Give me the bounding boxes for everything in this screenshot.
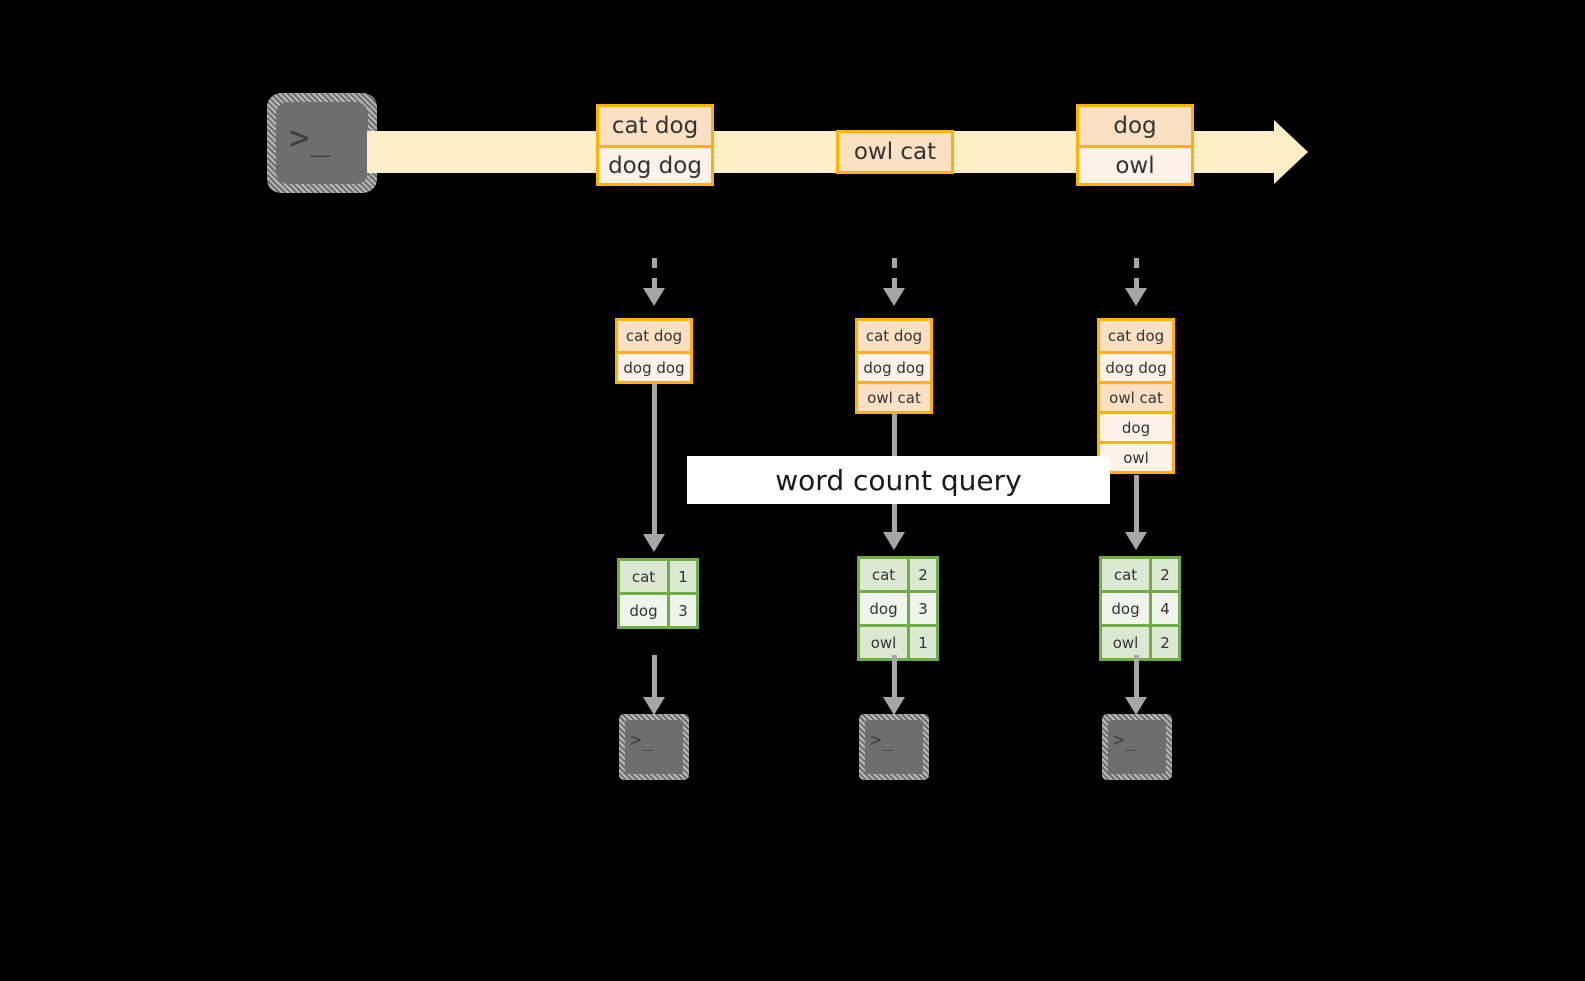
terminal-prompt-glyph: >_ <box>1113 729 1137 751</box>
sink-connector-3-head-icon <box>1125 697 1147 715</box>
result-count: 3 <box>907 593 936 624</box>
dashed-connector-3-head-icon <box>1125 288 1147 306</box>
snapshot-row: cat dog <box>1100 321 1172 351</box>
stream-event-line: dog <box>1079 107 1191 145</box>
result-count: 2 <box>907 559 936 590</box>
stream-event-line: owl <box>1079 145 1191 183</box>
dashed-connector-1-head-icon <box>643 288 665 306</box>
result-word: cat <box>860 559 907 590</box>
terminal-screen <box>1108 720 1166 774</box>
stream-event-line: owl cat <box>839 133 951 171</box>
sink-connector-2 <box>892 655 897 697</box>
sink-terminal-icon-1: >_ <box>619 714 689 780</box>
result-table-1: cat 1 dog 3 <box>617 558 699 629</box>
sink-terminal-icon-3: >_ <box>1102 714 1172 780</box>
snapshot-row: owl <box>1100 441 1172 471</box>
result-word: dog <box>860 593 907 624</box>
snapshot-stack-3: cat dog dog dog owl cat dog owl <box>1097 318 1175 474</box>
result-count: 2 <box>1149 559 1178 590</box>
result-count: 3 <box>667 595 696 626</box>
query-connector-1-head-icon <box>643 534 665 552</box>
stream-event-3: dog owl <box>1076 104 1194 186</box>
snapshot-stack-1: cat dog dog dog <box>615 318 693 384</box>
result-table-3: cat 2 dog 4 owl 2 <box>1099 556 1181 661</box>
terminal-screen <box>625 720 683 774</box>
query-connector-2-head-icon <box>883 532 905 550</box>
dashed-connector-2-head-icon <box>883 288 905 306</box>
result-word: dog <box>620 595 667 626</box>
result-count: 2 <box>1149 627 1178 658</box>
terminal-screen <box>865 720 923 774</box>
sink-connector-1 <box>652 655 657 697</box>
stream-event-line: dog dog <box>599 145 711 183</box>
query-connector-1 <box>652 384 657 534</box>
terminal-prompt-glyph: >_ <box>630 729 654 751</box>
snapshot-row: cat dog <box>618 321 690 351</box>
table-row: owl 2 <box>1102 624 1178 658</box>
snapshot-stack-2: cat dog dog dog owl cat <box>855 318 933 414</box>
snapshot-row: dog dog <box>1100 351 1172 381</box>
snapshot-row: dog dog <box>858 351 930 381</box>
table-row: dog 4 <box>1102 590 1178 624</box>
source-terminal-icon: >_ <box>267 93 377 193</box>
result-table-2: cat 2 dog 3 owl 1 <box>857 556 939 661</box>
query-connector-3 <box>1134 475 1139 532</box>
stream-event-line: cat dog <box>599 107 711 145</box>
table-row: cat 2 <box>860 559 936 590</box>
dashed-connector-1 <box>652 258 657 288</box>
sink-connector-2-head-icon <box>883 697 905 715</box>
result-word: owl <box>860 627 907 658</box>
snapshot-row: dog <box>1100 411 1172 441</box>
sink-connector-1-head-icon <box>643 697 665 715</box>
table-row: cat 2 <box>1102 559 1178 590</box>
result-word: owl <box>1102 627 1149 658</box>
snapshot-row: dog dog <box>618 351 690 381</box>
snapshot-row: owl cat <box>1100 381 1172 411</box>
sink-terminal-icon-2: >_ <box>859 714 929 780</box>
snapshot-row: cat dog <box>858 321 930 351</box>
query-connector-3-head-icon <box>1125 532 1147 550</box>
stream-event-1: cat dog dog dog <box>596 104 714 186</box>
dashed-connector-3 <box>1134 258 1139 288</box>
dashed-connector-2 <box>892 258 897 288</box>
terminal-prompt-glyph: >_ <box>870 729 894 751</box>
table-row: dog 3 <box>620 592 696 626</box>
result-word: cat <box>620 561 667 592</box>
terminal-screen <box>276 102 368 184</box>
terminal-prompt-glyph: >_ <box>289 118 332 158</box>
stream-arrow-head-icon <box>1274 120 1308 184</box>
result-word: dog <box>1102 593 1149 624</box>
query-label: word count query <box>687 456 1110 504</box>
result-count: 1 <box>667 561 696 592</box>
stream-event-2: owl cat <box>836 130 954 174</box>
result-word: cat <box>1102 559 1149 590</box>
table-row: cat 1 <box>620 561 696 592</box>
result-count: 4 <box>1149 593 1178 624</box>
table-row: owl 1 <box>860 624 936 658</box>
sink-connector-3 <box>1134 655 1139 697</box>
result-count: 1 <box>907 627 936 658</box>
snapshot-row: owl cat <box>858 381 930 411</box>
table-row: dog 3 <box>860 590 936 624</box>
